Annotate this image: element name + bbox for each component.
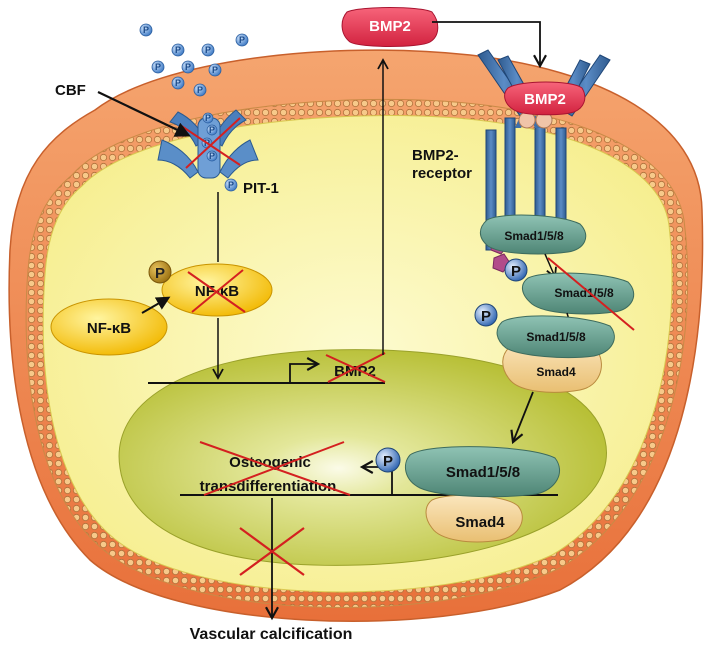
nfkb-inhibition-cross-b (191, 269, 244, 313)
smad-inhibition-cross-a (547, 257, 635, 331)
smad-complex-cytoplasm: Smad4 Smad1/5/8 (496, 315, 615, 393)
svg-text:P: P (209, 125, 215, 135)
free-phosphates: P P P P P P P P P (139, 23, 249, 97)
osteogenic-inhibition-cross-b (203, 441, 345, 496)
nfkb: NF-κB (50, 298, 168, 356)
receptor-label-line1: BMP2- (412, 147, 459, 164)
svg-text:P: P (205, 45, 211, 55)
smad158-receptor-bound: Smad1/5/8 (479, 214, 587, 255)
svg-text:P: P (175, 78, 181, 88)
phosphate-icon: P (224, 178, 238, 192)
bmp2-receptor: BMP2 (477, 49, 611, 273)
bmp2-transcription-start (289, 357, 321, 383)
svg-text:P: P (185, 62, 191, 72)
phosphate-icon: P (181, 60, 195, 74)
vascular-calcification-label: Vascular calcification (190, 626, 353, 643)
svg-text:P: P (481, 308, 491, 325)
svg-text:P: P (209, 151, 215, 161)
phosphate-icon: P (375, 447, 401, 473)
svg-text:P: P (239, 35, 245, 45)
svg-text:P: P (197, 85, 203, 95)
cbf-arrow (97, 91, 191, 137)
svg-text:Smad4: Smad4 (536, 365, 576, 379)
smad-nuclear-translocation-arrow (510, 391, 534, 445)
pit1-inhibition-cross-b (185, 117, 241, 169)
svg-text:P: P (228, 180, 234, 190)
phosphate-icon: P (206, 124, 218, 136)
svg-text:P: P (205, 113, 211, 123)
nuclear-smad4-label: Smad4 (455, 514, 505, 531)
svg-text:P: P (212, 65, 218, 75)
svg-text:P: P (155, 265, 165, 282)
phosphate-icon: P (171, 76, 185, 90)
svg-text:P: P (175, 45, 181, 55)
receptor-stalk-2 (504, 117, 516, 229)
smad158-body (496, 315, 615, 359)
phosphate-icon: P (193, 83, 207, 97)
receptor-bound-bmp2 (504, 81, 586, 116)
cbf-label: CBF (55, 82, 86, 99)
receptor-stalk-3 (534, 117, 546, 229)
phosphate-icon: P (208, 63, 222, 77)
svg-text:Smad1/5/8: Smad1/5/8 (526, 330, 586, 344)
receptor-label-line2: receptor (412, 165, 472, 182)
svg-text:P: P (155, 62, 161, 72)
phosphate-icon: P (474, 303, 498, 327)
phosphate-icon: P (148, 260, 172, 284)
pit1-label: PIT-1 (243, 180, 279, 197)
phosphate-icon: P (201, 43, 215, 57)
phosphate-icon: P (206, 150, 218, 162)
nuclear-smad158-label: Smad1/5/8 (446, 464, 520, 481)
phosphate-icon: P (151, 60, 165, 74)
pit1-right-blade (219, 139, 259, 179)
nfkb-activation-arrow (141, 296, 171, 314)
phosphate-icon: P (139, 23, 153, 37)
osteogenic-label-line2: transdifferentiation (200, 478, 337, 495)
receptor-bmp2-label: BMP2 (524, 91, 566, 108)
osteogenic-label-line1: Osteogenic (229, 454, 311, 471)
smad158-phospho-inhibited: Smad1/5/8 (522, 257, 635, 331)
svg-text:P: P (143, 25, 149, 35)
svg-text:P: P (511, 263, 521, 280)
smad-complex-nuclear: Smad4 Smad1/5/8 (404, 446, 560, 543)
pit1-left-blade (157, 139, 199, 179)
bmp2-gene-inhibition-cross-b (327, 352, 386, 383)
nfkb-phosphorylated: NF-κB P (148, 260, 273, 317)
phosphate-icon: P (202, 112, 214, 124)
svg-text:P: P (383, 453, 393, 470)
phosphate-icon: P (504, 258, 528, 282)
bmp2-ligand: BMP2 (341, 7, 439, 47)
bmp2-to-receptor-arrow (432, 21, 547, 69)
bmp2-ligand-label: BMP2 (369, 18, 411, 35)
nfkb-label: NF-κB (87, 320, 131, 337)
phosphate-icon: P (171, 43, 185, 57)
bmp2-gene-label: BMP2 (334, 363, 376, 380)
svg-text:Smad1/5/8: Smad1/5/8 (554, 286, 614, 300)
nuclear-smad158-body (404, 446, 560, 498)
calcification-inhibition-cross-b (239, 527, 305, 576)
svg-text:Smad1/5/8: Smad1/5/8 (504, 229, 564, 243)
phosphate-icon: P (235, 33, 249, 47)
